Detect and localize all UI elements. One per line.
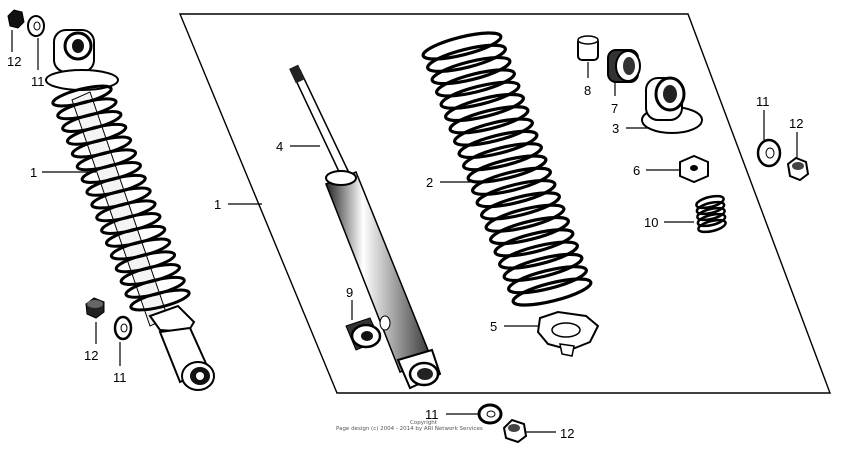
coil xyxy=(696,212,727,228)
rubber-bushing[interactable] xyxy=(345,317,382,351)
callout-3: 3 xyxy=(612,121,619,136)
coil xyxy=(471,166,552,196)
coil xyxy=(489,215,570,246)
coil xyxy=(457,129,539,160)
callout-11-bottom: 11 xyxy=(425,407,439,422)
spring[interactable] xyxy=(421,28,593,311)
washer-right[interactable] xyxy=(756,138,782,168)
coil xyxy=(430,55,512,86)
collar[interactable] xyxy=(607,49,641,83)
copyright-line-2: Page design (c) 2004 - 2014 by ARI Netwo… xyxy=(336,426,483,432)
callout-labels: 12 11 1 1 4 2 9 5 8 7 3 6 10 12 11 11 12… xyxy=(7,54,803,441)
callout-1-left: 1 xyxy=(30,165,37,180)
washer-mid-left[interactable] xyxy=(113,315,133,341)
callout-11-mid-left: 11 xyxy=(113,370,127,385)
spring-seat[interactable] xyxy=(536,310,600,357)
coil xyxy=(448,105,530,135)
coil xyxy=(507,265,588,295)
washer-bottom[interactable] xyxy=(477,403,503,425)
callout-1-group: 1 xyxy=(214,197,221,212)
coil xyxy=(453,117,534,147)
coil xyxy=(695,200,726,216)
callout-2: 2 xyxy=(426,175,433,190)
callout-7: 7 xyxy=(611,101,618,116)
coil xyxy=(498,240,579,270)
callout-11-top-left: 11 xyxy=(31,74,45,89)
callout-10: 10 xyxy=(644,215,658,230)
shock-spring-coils xyxy=(51,84,191,312)
nut-top-left[interactable] xyxy=(7,9,25,29)
coil xyxy=(695,194,725,210)
bushing[interactable] xyxy=(577,35,599,61)
coil xyxy=(484,203,566,233)
callout-12-right: 12 xyxy=(789,116,803,131)
copyright-line-1: Copyright xyxy=(410,420,438,426)
damper-rod[interactable] xyxy=(289,64,442,390)
callout-8: 8 xyxy=(584,83,591,98)
coil xyxy=(462,142,543,172)
callout-5: 5 xyxy=(490,319,497,334)
coil xyxy=(129,288,191,312)
coil xyxy=(421,31,503,61)
leader-lines xyxy=(11,30,798,433)
coil xyxy=(511,277,593,307)
callout-9: 9 xyxy=(346,285,353,300)
coil xyxy=(444,92,525,123)
nut-right[interactable] xyxy=(786,156,810,182)
callout-11-right: 11 xyxy=(756,94,770,109)
washer-top-left[interactable] xyxy=(27,15,45,37)
nut-mid-left[interactable] xyxy=(85,297,105,319)
callout-4: 4 xyxy=(276,139,283,154)
group-frame xyxy=(178,13,832,394)
callout-12-top-left: 12 xyxy=(7,54,21,69)
coil xyxy=(439,80,521,110)
coil xyxy=(696,206,726,222)
coil xyxy=(426,43,507,73)
stopper-plate[interactable] xyxy=(679,154,709,184)
coil xyxy=(502,252,584,283)
callout-12-mid-left: 12 xyxy=(84,348,98,363)
coil xyxy=(435,68,516,98)
coil xyxy=(697,218,727,234)
callout-6: 6 xyxy=(633,163,640,178)
stopper-rubber[interactable] xyxy=(695,194,727,234)
coil xyxy=(475,178,557,209)
coil xyxy=(493,228,575,258)
callout-12-bottom: 12 xyxy=(560,426,574,441)
upper-cap[interactable] xyxy=(641,76,703,134)
coil xyxy=(466,154,548,184)
nut-bottom[interactable] xyxy=(502,418,528,444)
coil xyxy=(480,191,561,221)
complete-shock-absorber[interactable] xyxy=(45,29,215,391)
